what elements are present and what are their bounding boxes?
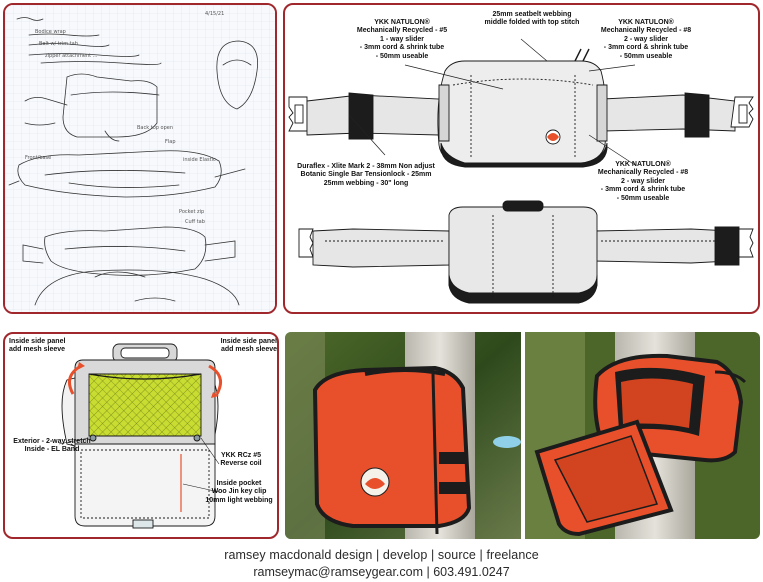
bag-body	[437, 60, 607, 164]
logo-icon	[547, 133, 559, 141]
product-photos	[285, 332, 760, 539]
sketch-note: Pocket zip	[179, 209, 205, 215]
arrow-icon	[208, 364, 223, 395]
callout-ykk-rcz: YKK RCz #5 Reverse coil	[220, 452, 262, 468]
footer-contact: ramseymac@ramseygear.com | 603.491.0247	[253, 565, 510, 579]
footer-tagline: ramsey macdonald design | develop | sour…	[224, 548, 539, 562]
photo-closed-bag	[285, 332, 521, 539]
strap-right	[602, 94, 736, 132]
callout-buckle: Duraflex - Xlite Mark 2 - 38mm Non adjus…	[297, 163, 435, 187]
sketch-note: zipper attachment ...	[45, 53, 98, 59]
buckle-left	[288, 96, 308, 132]
photo-panel	[285, 332, 760, 539]
callout-zip-5: YKK NATULON® Mechanically Recycled - #5 …	[356, 19, 448, 60]
bag-lower-flap	[74, 443, 216, 527]
callout-exterior: Exterior - 2-way stretch Inside - EL Ban…	[13, 438, 91, 454]
mesh-pocket	[88, 373, 202, 437]
tech-drawing	[288, 38, 754, 304]
buckle-right-back	[738, 228, 754, 258]
callout-webbing: 25mm seatbelt webbing middle folded with…	[484, 11, 580, 27]
sketch-note: Cuff tab	[185, 219, 205, 225]
logo-icon	[365, 478, 385, 489]
photo-open-bag	[525, 332, 760, 539]
sketch-drawing	[5, 5, 275, 312]
interior-drawing	[58, 343, 223, 529]
sketch-note: Bodice wrap	[35, 29, 66, 35]
sketch-note: inside Elastic	[183, 157, 216, 163]
callout-mesh-left: Inside side panel add mesh sleeve	[9, 338, 66, 354]
callout-key-clip: Inside pocket Woo Jin key clip 10mm ligh…	[205, 480, 273, 504]
sketch-note: Back top open	[137, 125, 173, 131]
sketch-note: Belt w/ trim tab	[39, 41, 78, 47]
tech-drawing-panel: 25mm seatbelt webbing middle folded with…	[283, 3, 760, 314]
sketch-note: Front/base	[25, 155, 52, 161]
sketch-note: Flap	[165, 139, 176, 145]
interior-drawing-panel: Inside side panel add mesh sleeve Inside…	[3, 332, 279, 539]
callout-mesh-right: Inside side panel add mesh sleeve	[220, 338, 277, 354]
sketch-panel: 4/15/21 Bodice wrap Belt w/ trim tab zip…	[3, 3, 277, 314]
callout-zip-8-bottom: YKK NATULON® Mechanically Recycled - #8 …	[597, 161, 689, 202]
callout-zip-8-top: YKK NATULON® Mechanically Recycled - #8 …	[600, 19, 692, 60]
sketch-date-note: 4/15/21	[205, 11, 225, 17]
buckle-right	[730, 96, 754, 128]
bag-back-body	[448, 206, 598, 298]
buckle-left-back	[298, 228, 314, 258]
